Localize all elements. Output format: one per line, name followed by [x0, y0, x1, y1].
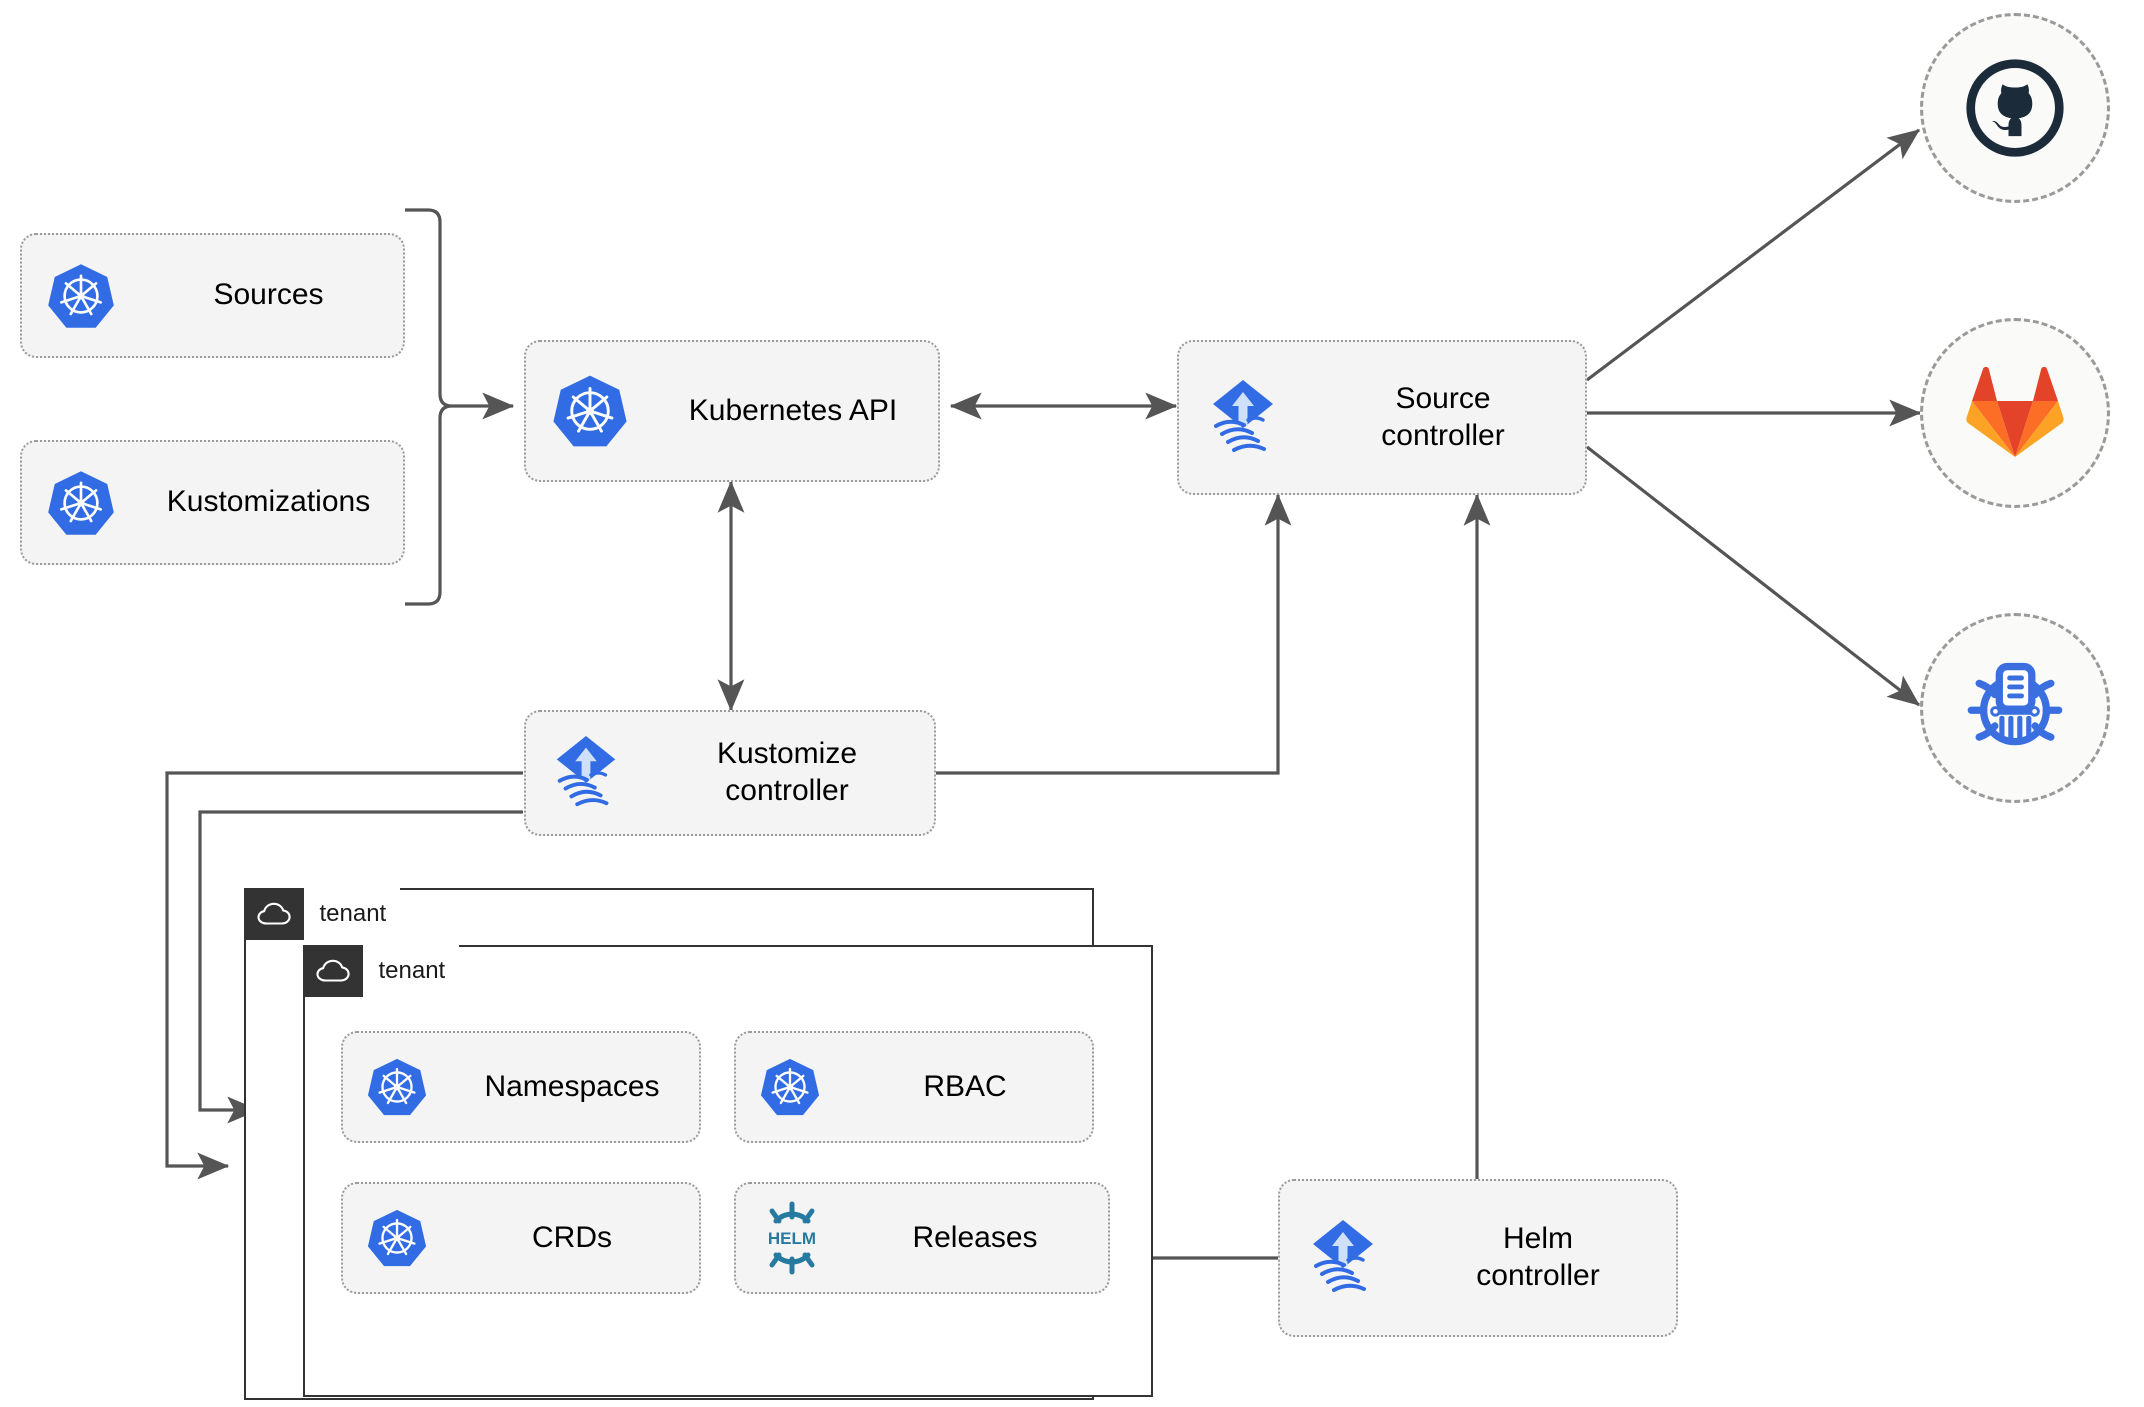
cloud-icon: [302, 944, 363, 997]
tenant-label-inner: tenant: [362, 944, 460, 997]
node-helm-controller[interactable]: Helm controller: [1278, 1179, 1678, 1337]
node-kustomizations-label: Kustomizations: [166, 485, 371, 519]
node-kustomizations[interactable]: Kustomizations: [20, 440, 405, 565]
node-namespaces-label: Namespaces: [484, 1069, 660, 1103]
flux-icon: [526, 730, 646, 816]
svg-text:HELM: HELM: [768, 1229, 816, 1248]
helm-icon: HELM: [736, 1201, 848, 1275]
node-sources[interactable]: Sources: [20, 233, 405, 358]
tenant-container-inner: tenant: [302, 944, 1153, 1397]
kubernetes-icon: [343, 1207, 451, 1269]
tenant-label-outer: tenant: [303, 887, 401, 940]
node-helm-controller-label: Helm controller: [1476, 1222, 1600, 1292]
node-releases-label: Releases: [912, 1220, 1038, 1254]
node-crds-label: CRDs: [532, 1220, 612, 1254]
tenant-tab-outer: tenant: [243, 887, 401, 940]
external-helm-repository[interactable]: [1920, 613, 2110, 803]
kubernetes-icon: [343, 1056, 451, 1118]
external-github[interactable]: [1920, 13, 2110, 203]
node-releases[interactable]: HELM Releases: [734, 1182, 1110, 1294]
helm-repository-icon: [1967, 662, 2063, 746]
node-kubernetes-api-label: Kubernetes API: [688, 393, 898, 427]
node-rbac-label: RBAC: [923, 1069, 1007, 1103]
cloud-icon: [243, 887, 304, 940]
kubernetes-icon: [22, 468, 140, 538]
node-kubernetes-api[interactable]: Kubernetes API: [524, 340, 940, 482]
node-rbac[interactable]: RBAC: [734, 1031, 1094, 1143]
node-crds[interactable]: CRDs: [341, 1182, 701, 1294]
group-bracket: [405, 208, 453, 606]
kubernetes-icon: [736, 1056, 844, 1118]
node-sources-label: Sources: [213, 278, 324, 312]
node-kustomize-controller[interactable]: Kustomize controller: [524, 710, 936, 836]
external-gitlab[interactable]: [1920, 318, 2110, 508]
gitlab-icon: [1966, 366, 2064, 457]
node-kustomize-controller-label: Kustomize controller: [716, 737, 858, 807]
kubernetes-icon: [22, 261, 140, 331]
edge-source-to-helm-repo: [1586, 445, 1921, 707]
flux-icon: [1179, 374, 1307, 462]
node-source-controller[interactable]: Source controller: [1177, 340, 1587, 495]
github-icon: [1966, 59, 2064, 157]
edge-source-to-github: [1586, 128, 1921, 382]
kubernetes-icon: [526, 372, 654, 450]
edge-kustomize-to-source: [936, 493, 1292, 775]
node-source-controller-label: Source controller: [1381, 381, 1505, 452]
tenant-tab-inner: tenant: [302, 944, 460, 997]
flux-icon: [1280, 1214, 1406, 1302]
node-namespaces[interactable]: Namespaces: [341, 1031, 701, 1143]
